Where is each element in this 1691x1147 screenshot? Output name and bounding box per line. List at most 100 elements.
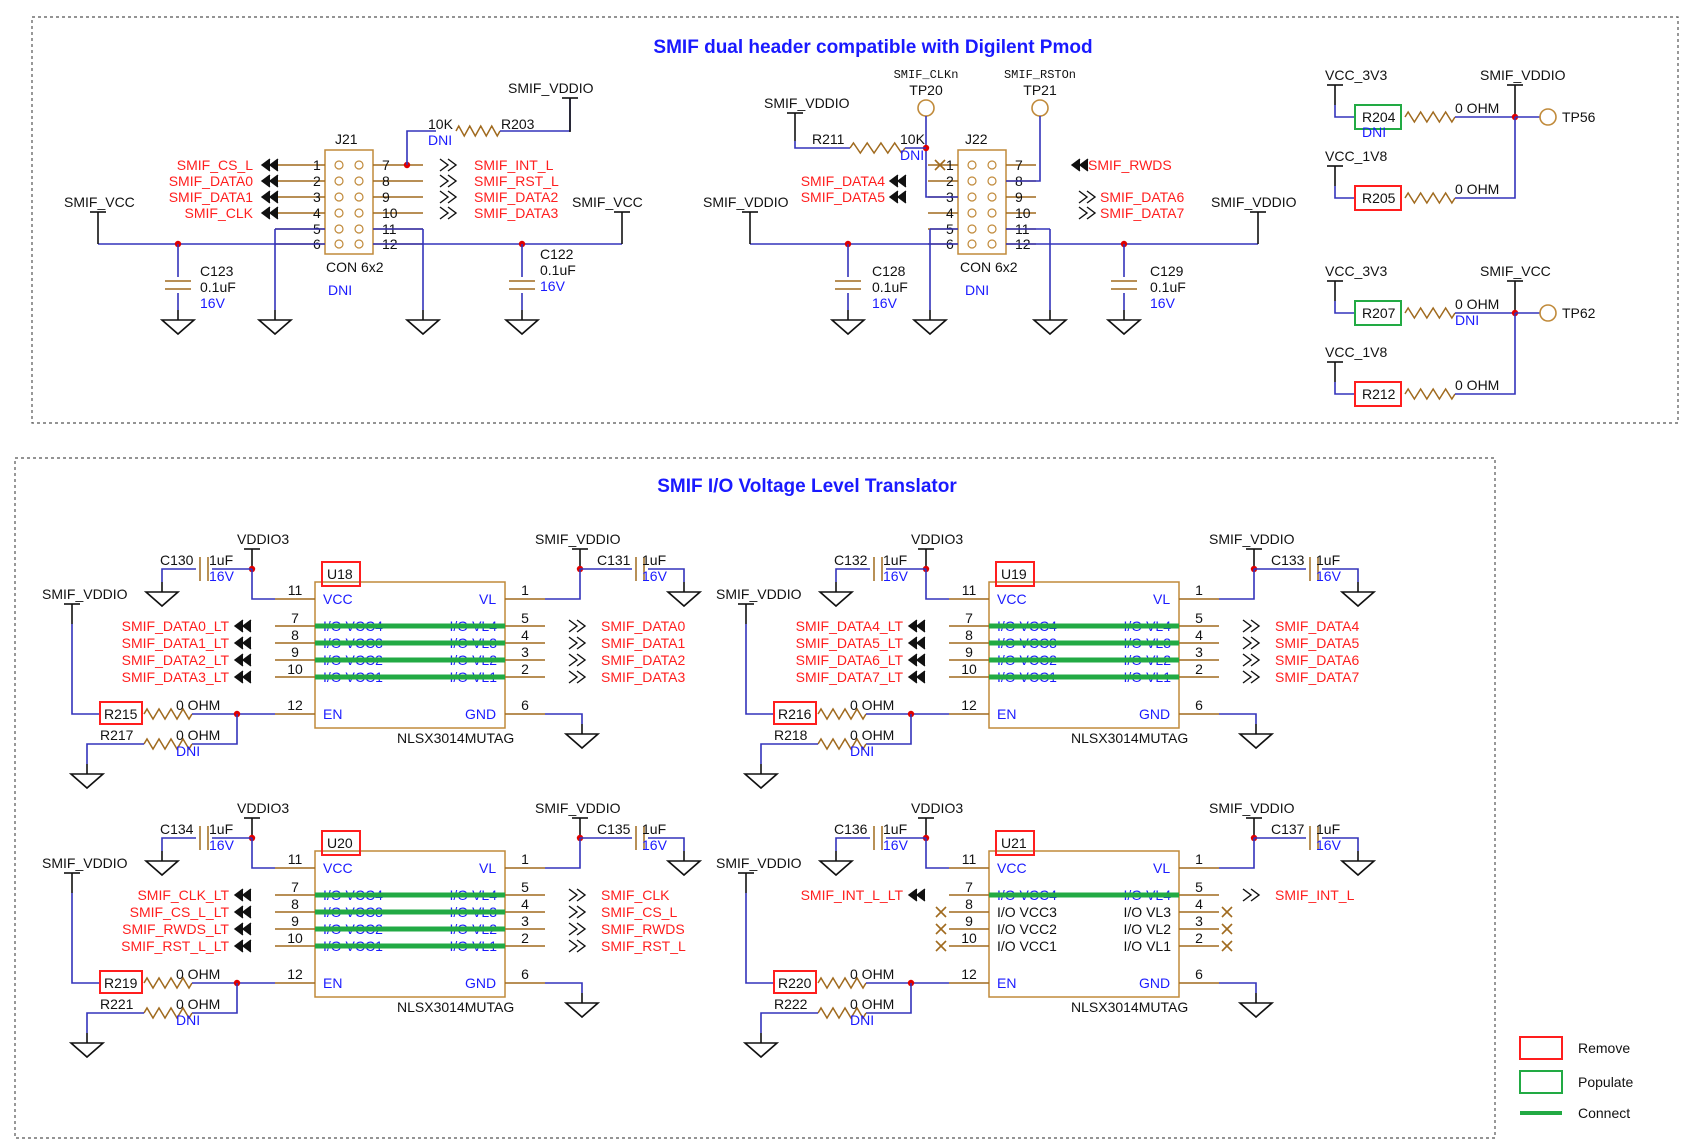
power-rail-symbol [244, 548, 260, 569]
ref-highlight [995, 561, 1035, 587]
j22-right-signal: SMIF_DATA6 [1100, 189, 1184, 205]
pin-number: 2 [313, 173, 321, 189]
ref-highlight [321, 561, 361, 587]
pin-number: 6 [521, 697, 529, 713]
nc-stroke [935, 940, 947, 952]
chevron [576, 653, 587, 667]
wire [545, 838, 581, 869]
power-rail-symbol [572, 817, 588, 838]
capacitor-symbol [1111, 280, 1137, 290]
chevron [888, 174, 899, 188]
chevron [268, 158, 279, 172]
wire [161, 837, 196, 851]
c128-value: 0.1uF [872, 279, 908, 295]
capacitor-symbol [835, 280, 861, 290]
wire [71, 624, 100, 715]
cap-left-ref: C132 [834, 552, 868, 568]
pin-socket [987, 224, 997, 234]
j22-vddio-label: SMIF_VDDIO [764, 95, 850, 111]
chevron [1250, 888, 1261, 902]
r-en-highlight [99, 701, 143, 725]
ground-symbol [1237, 993, 1275, 1019]
io-vl-pin: I/O VL2 [1124, 921, 1172, 937]
pin-vcc: VCC [997, 591, 1027, 607]
r212-value: 0 OHM [1455, 377, 1499, 393]
no-connect-mark [935, 940, 947, 952]
en-vddio-label: SMIF_VDDIO [716, 855, 802, 871]
capacitor-symbol [509, 280, 535, 290]
translator-part: NLSX3014MUTAG [397, 730, 514, 746]
translator-part: NLSX3014MUTAG [1071, 999, 1188, 1015]
pin-number: 9 [291, 644, 299, 660]
wire [1219, 569, 1255, 600]
offpage-connector [260, 206, 279, 220]
chevron [915, 670, 926, 684]
translator-left-signal: SMIF_CLK_LT [137, 887, 229, 903]
power-rail-symbol [562, 97, 578, 132]
wire [1455, 313, 1516, 395]
ground-triangle [68, 1042, 106, 1059]
pin-number: 4 [313, 205, 321, 221]
r204-ref: R204 [1362, 109, 1396, 125]
offpage-connector [260, 158, 279, 172]
pin-socket [334, 208, 344, 218]
offpage-connector [1078, 206, 1097, 220]
offpage-connector [233, 922, 252, 936]
wire [925, 838, 949, 869]
ground-symbol [911, 310, 949, 336]
r-pd-dni: DNI [176, 743, 200, 759]
ground-triangle [563, 1002, 601, 1019]
ground-symbol [742, 764, 780, 790]
vcc3v3-label-1: VCC_3V3 [1325, 67, 1387, 83]
wire [648, 568, 685, 582]
nc-stroke [1221, 940, 1233, 952]
wire [794, 141, 850, 149]
sel-vcc-label: SMIF_VCC [1480, 263, 1551, 279]
power-rail-symbol [742, 211, 758, 244]
r204-highlight [1354, 104, 1402, 130]
chevron [915, 888, 926, 902]
capacitor-symbol [199, 557, 209, 581]
pin-socket [987, 239, 997, 249]
pin-number: 11 [288, 582, 303, 598]
header-section-frame [31, 16, 1679, 424]
resistor-body [1404, 110, 1456, 124]
offpage-connector [439, 206, 458, 220]
chevron [233, 653, 244, 667]
r-en-value: 0 OHM [850, 697, 894, 713]
r-en-value: 0 OHM [176, 966, 220, 982]
chevron [1250, 636, 1261, 650]
r204-dni: DNI [1362, 124, 1386, 140]
r212-ref: R212 [1362, 386, 1396, 402]
smif-rston-label: SMIF_RSTOn [1004, 68, 1076, 82]
translator-left-signal: SMIF_DATA4_LT [796, 618, 904, 634]
offpage-connector [568, 905, 587, 919]
power-rail-symbol [1327, 361, 1343, 382]
pin-socket [354, 208, 364, 218]
offpage-connector [1242, 670, 1261, 684]
io-vcc-pin: I/O VCC3 [997, 904, 1057, 920]
pin-number: 12 [961, 966, 977, 982]
ground-triangle [817, 591, 855, 608]
j21-vddio-label: SMIF_VDDIO [508, 80, 594, 96]
chevron [241, 922, 252, 936]
chevron [1086, 206, 1097, 220]
ground-triangle [665, 860, 703, 877]
pin-number: 10 [382, 205, 398, 221]
r-pd-value: 0 OHM [176, 996, 220, 1012]
chevron [268, 206, 279, 220]
resistor-body [849, 141, 906, 155]
chevron [241, 888, 252, 902]
wire [1322, 837, 1359, 851]
r-en-ref: R216 [778, 706, 812, 722]
pin-number: 7 [965, 610, 973, 626]
power-rail-symbol [918, 548, 934, 569]
pin-number: 11 [288, 851, 303, 867]
ground-symbol [68, 764, 106, 790]
power-rail-symbol [787, 112, 803, 141]
legend-populate-label: Populate [1578, 1074, 1633, 1090]
resistor-body [143, 976, 193, 990]
pin-socket [987, 160, 997, 170]
offpage-connector [568, 653, 587, 667]
cap-right-voltage: 16V [642, 837, 668, 853]
